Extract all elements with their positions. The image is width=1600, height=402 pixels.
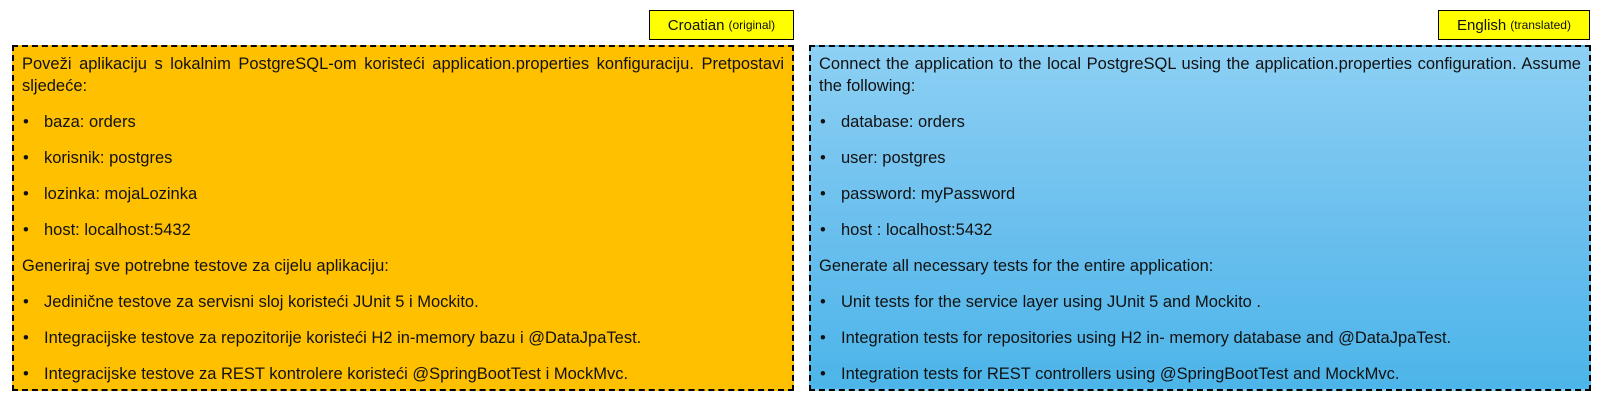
translated-text-panel: Connect the application to the local Pos…: [809, 45, 1591, 391]
tests-heading: Generate all necessary tests for the ent…: [819, 257, 1214, 275]
list-item: user: postgres: [819, 147, 1581, 169]
list-item: database: orders: [819, 111, 1581, 133]
intro-paragraph: Connect the application to the local Pos…: [819, 55, 1581, 95]
tag-sublabel: (original): [728, 18, 776, 32]
list-item: korisnik: postgres: [22, 147, 784, 169]
list-item: Jedinične testove za servisni sloj koris…: [22, 291, 784, 313]
config-list: baza: orders korisnik: postgres lozinka:…: [22, 111, 784, 241]
language-tag-croatian: Croatian(original): [649, 10, 794, 40]
list-item: Unit tests for the service layer using J…: [819, 291, 1581, 313]
tests-list: Unit tests for the service layer using J…: [819, 291, 1581, 385]
original-text-panel: Poveži aplikaciju s lokalnim PostgreSQL-…: [12, 45, 794, 391]
list-item: password: myPassword: [819, 183, 1581, 205]
list-item: lozinka: mojaLozinka: [22, 183, 784, 205]
language-tag-english: English(translated): [1438, 10, 1590, 40]
list-item: host: localhost:5432: [22, 219, 784, 241]
list-item: baza: orders: [22, 111, 784, 133]
list-item: Integration tests for REST controllers u…: [819, 363, 1581, 385]
tag-label: English: [1457, 16, 1507, 34]
tests-list: Jedinične testove za servisni sloj koris…: [22, 291, 784, 385]
list-item: Integracijske testove za repozitorije ko…: [22, 327, 784, 349]
tag-sublabel: (translated): [1510, 18, 1571, 32]
tag-label: Croatian: [667, 16, 725, 34]
intro-paragraph: Poveži aplikaciju s lokalnim PostgreSQL-…: [22, 55, 784, 95]
tests-heading: Generiraj sve potrebne testove za cijelu…: [22, 257, 389, 275]
list-item: Integracijske testove za REST kontrolere…: [22, 363, 784, 385]
config-list: database: orders user: postgres password…: [819, 111, 1581, 241]
list-item: host : localhost:5432: [819, 219, 1581, 241]
list-item: Integration tests for repositories using…: [819, 327, 1581, 349]
